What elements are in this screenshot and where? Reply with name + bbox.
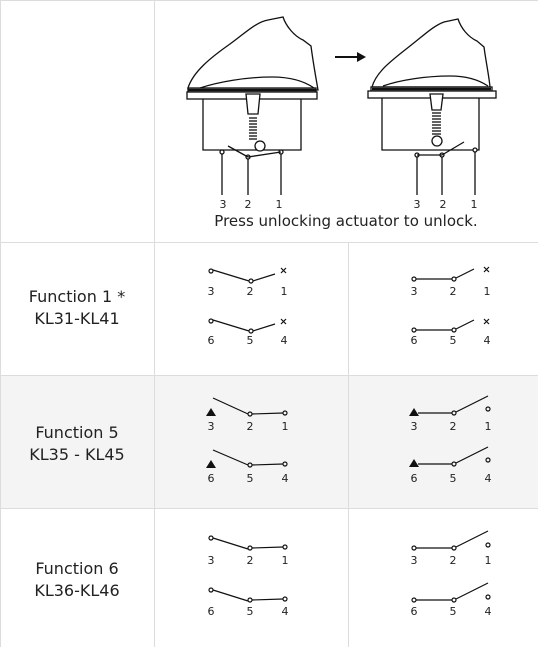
terminal-label: 1 <box>282 420 289 433</box>
terminal-label: 4 <box>484 334 491 347</box>
terminal-label: 3 <box>208 285 215 298</box>
column-divider <box>154 0 155 647</box>
terminal-label: 6 <box>411 334 418 347</box>
terminal-label: 5 <box>247 472 254 485</box>
function-code: KL31-KL41 <box>34 309 120 328</box>
terminal-label: 5 <box>450 605 457 618</box>
row-divider <box>0 375 538 376</box>
right-terminal-label: 1 <box>471 198 478 211</box>
contact-diagram-row1-pressed <box>411 266 490 333</box>
function-name: Function 6 <box>35 559 119 578</box>
triangle-icon <box>206 460 216 468</box>
arrow-icon <box>335 52 366 62</box>
function-code: KL35 - KL45 <box>29 445 125 464</box>
table-border <box>0 0 1 647</box>
contact-diagram-row1-released <box>208 267 287 334</box>
contact-diagram-row2-pressed <box>418 395 491 467</box>
terminal-label: 2 <box>247 554 254 567</box>
function-label: Function 1 * KL31-KL41 <box>0 286 154 330</box>
triangle-icon <box>409 459 419 467</box>
function-name: Function 1 * <box>28 287 126 306</box>
terminal-label: 2 <box>450 420 457 433</box>
terminal-label: 4 <box>485 472 492 485</box>
contact-diagram-row3-pressed <box>411 530 491 603</box>
contact-diagram-row3-released <box>208 535 288 603</box>
contact-diagram-row2-released <box>212 397 288 468</box>
terminal-label: 3 <box>411 554 418 567</box>
right-terminal-label: 3 <box>414 198 421 211</box>
function-label: Function 6 KL36-KL46 <box>0 558 154 602</box>
terminal-label: 5 <box>247 605 254 618</box>
left-terminal-label: 1 <box>276 198 283 211</box>
terminal-label: 6 <box>208 605 215 618</box>
terminal-label: 3 <box>208 420 215 433</box>
terminal-label: 6 <box>411 605 418 618</box>
terminal-label: 1 <box>485 554 492 567</box>
unlock-caption: Press unlocking actuator to unlock. <box>214 212 478 230</box>
terminal-label: 2 <box>450 554 457 567</box>
terminal-label: 4 <box>485 605 492 618</box>
switch-illustration: 3 2 1 3 2 1 <box>186 16 497 211</box>
terminal-label: 2 <box>450 285 457 298</box>
terminal-label: 6 <box>208 334 215 347</box>
table-border <box>0 0 538 1</box>
left-terminal-label: 3 <box>220 198 227 211</box>
terminal-label: 3 <box>411 285 418 298</box>
terminal-label: 6 <box>411 472 418 485</box>
terminal-label: 4 <box>281 334 288 347</box>
terminal-label: 4 <box>282 472 289 485</box>
terminal-label: 1 <box>281 285 288 298</box>
triangle-icon <box>206 408 216 416</box>
function-name: Function 5 <box>35 423 119 442</box>
terminal-label: 1 <box>282 554 289 567</box>
terminal-label: 6 <box>208 472 215 485</box>
row-divider <box>0 242 538 243</box>
switch-after-press <box>367 18 497 195</box>
function-code: KL36-KL46 <box>34 581 120 600</box>
switch-before-press <box>186 16 319 195</box>
terminal-label: 2 <box>247 420 254 433</box>
terminal-label: 5 <box>247 334 254 347</box>
row-divider <box>0 508 538 509</box>
terminal-label: 3 <box>411 420 418 433</box>
terminal-label: 1 <box>484 285 491 298</box>
terminal-label: 1 <box>485 420 492 433</box>
terminal-label: 2 <box>247 285 254 298</box>
right-terminal-label: 2 <box>440 198 447 211</box>
column-divider <box>348 242 349 647</box>
triangle-icon <box>409 408 419 416</box>
left-terminal-label: 2 <box>245 198 252 211</box>
terminal-label: 4 <box>282 605 289 618</box>
function-label: Function 5 KL35 - KL45 <box>0 422 154 466</box>
row-shade <box>0 375 538 508</box>
terminal-label: 3 <box>208 554 215 567</box>
terminal-label: 5 <box>450 472 457 485</box>
terminal-label: 5 <box>450 334 457 347</box>
